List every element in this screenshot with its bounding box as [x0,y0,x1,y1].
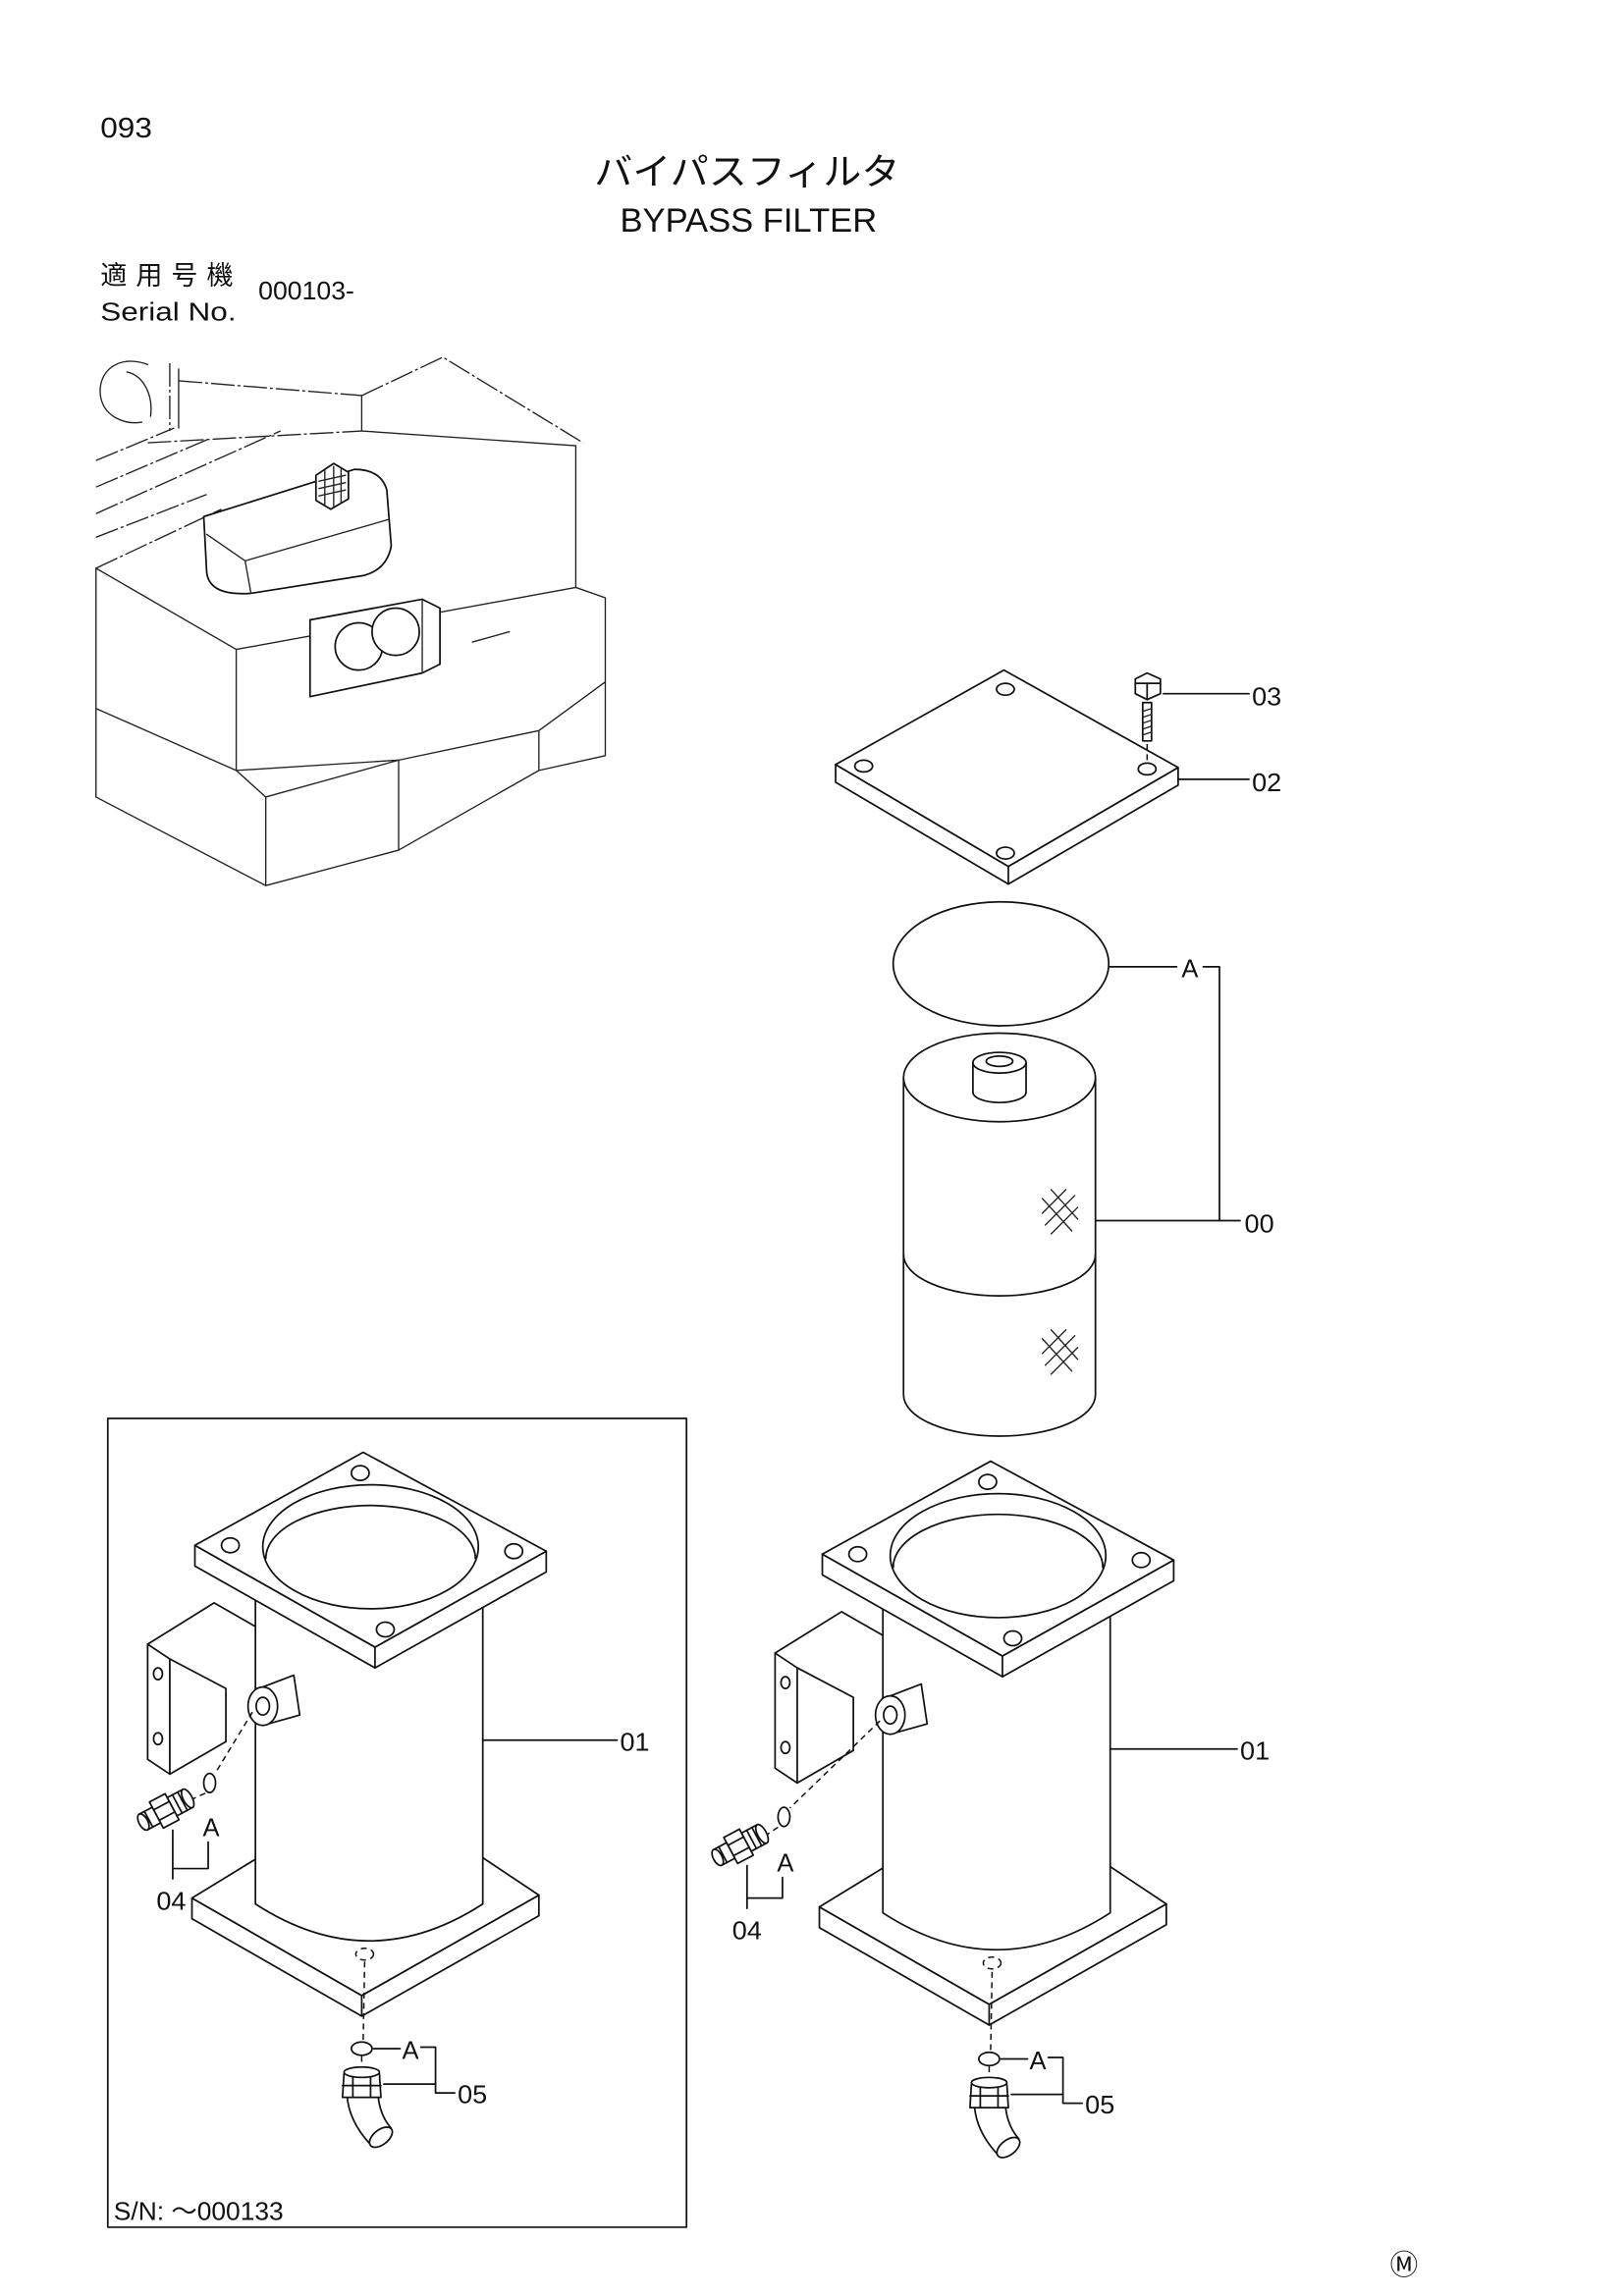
housing-top-flange [821,1460,1175,1678]
serial-label-japanese: 適用号機 [100,261,233,291]
filter-element [902,1032,1097,1437]
element-kit-bracket-line [1093,965,1241,1222]
callout-housing: 01 [1240,1737,1270,1765]
element-center-nipple [972,1051,1027,1104]
frame-lines [178,368,577,447]
cover-bolt-hole [1137,762,1158,776]
assembly-centerline [214,1711,253,1774]
page-number: 093 [100,113,152,144]
filter-housing-inset [146,1451,548,2017]
filter-media-hatch [1041,1189,1079,1235]
filter-housing [774,1460,1175,2026]
drain-assembly [969,1971,1084,2159]
connector-kit-bracket-line [172,1829,209,1880]
callout-drain-plug-inset: 05 [458,2082,487,2109]
counterweight-outline [95,445,607,886]
cover-bolt-hole [996,682,1015,697]
serial-number-value: 000103- [258,278,354,305]
callout-connector: 04 [732,1918,762,1946]
inset-frame [106,1417,688,2228]
flange-bolt-hole [847,1545,868,1563]
frame-phantom-lines [95,356,584,569]
machine-location-sketch [95,356,607,886]
inset-serial-note: S/N: ～000133 [114,2198,284,2225]
drain-hole [982,1956,1002,1970]
cover-plate [835,668,1179,885]
housing-cylinder [882,1605,1111,1950]
inset-earlier-version: 01 A 04 A 05 S/N: ～000133 [106,1417,688,2228]
hose-lines [99,360,152,424]
drain-plug-fitting [969,2076,1021,2159]
bypass-filter-location-marker [314,462,350,510]
flange-bolt-hole [1131,1551,1152,1569]
housing-opening [889,1492,1108,1619]
callout-drain-o-ring: A [1030,2048,1047,2075]
callout-drain-plug: 05 [1085,2092,1114,2119]
callout-o-ring: A [1181,955,1198,983]
drain-o-ring [978,2051,1001,2067]
cover-bolt [1134,671,1162,762]
connector-fitting [711,1823,770,1867]
inlet-port-boss [874,1682,929,1735]
callout-port-o-ring: A [777,1850,793,1878]
connector-kit-bracket-line [745,1864,784,1910]
cover-o-ring [892,900,1110,1027]
engine-hood-box [202,468,393,595]
callout-connector-inset: 04 [156,1889,186,1916]
flange-bolt-hole [1002,1629,1023,1647]
callout-housing-inset: 01 [621,1729,650,1756]
title-english: BYPASS FILTER [621,202,878,240]
serial-label-english: Serial No. [100,298,236,326]
filter-media-hatch [1041,1329,1079,1375]
callout-cover: 02 [1252,770,1281,797]
flange-bolt-hole [978,1473,998,1490]
port-o-ring [777,1806,791,1828]
manual-mark-icon: Ⓜ [1390,2250,1419,2281]
callout-drain-o-ring-inset: A [402,2038,418,2065]
callout-element: 00 [1245,1211,1274,1239]
cover-bolt-hole [853,759,874,774]
callout-port-o-ring-inset: A [203,1814,220,1842]
callout-bolt: 03 [1252,684,1281,712]
assembly-centerline [788,1720,881,1809]
connector-fitting-inset [132,1782,200,1839]
mounting-bracket [774,1611,885,1785]
port-o-ring-inset [202,1772,217,1793]
cover-bolt-hole [996,846,1015,860]
title-japanese: バイパスフィルタ [594,151,899,192]
dual-filter-bracket [308,598,441,698]
